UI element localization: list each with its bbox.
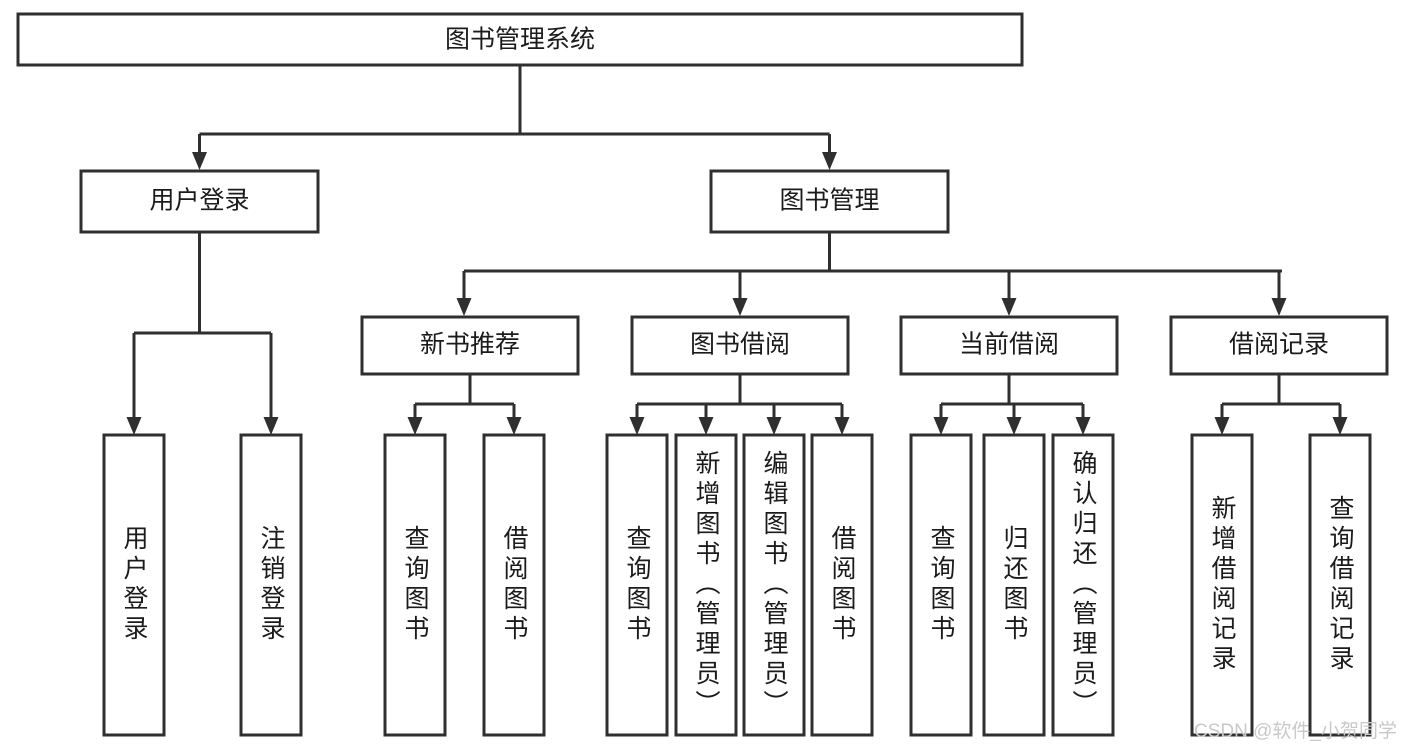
arrowhead-leaf-return-book (1006, 417, 1022, 435)
node-current-borrow[interactable]: 当前借阅 (899, 315, 1119, 376)
node-leaf-query-book-new[interactable]: 查询图书 (383, 433, 447, 737)
arrowhead-book-management (822, 152, 837, 170)
arrowhead-leaf-query-borrow-record (1332, 417, 1348, 435)
node-leaf-add-book-admin-label: 新增图书（管理员） (692, 450, 721, 720)
arrowhead-leaf-add-book-admin (698, 417, 714, 435)
node-leaf-confirm-return-admin-box (1051, 433, 1115, 737)
node-leaf-confirm-return-admin[interactable]: 确认归还（管理员） (1051, 433, 1115, 737)
node-current-borrow-label: 当前借阅 (959, 331, 1059, 359)
node-leaf-query-borrow-record-box (1308, 433, 1372, 737)
node-leaf-borrow-book-label: 借阅图书 (828, 525, 857, 645)
node-leaf-edit-book-admin-label: 编辑图书（管理员） (760, 450, 789, 720)
node-user-login[interactable]: 用户登录 (79, 169, 320, 234)
node-leaf-edit-book-admin[interactable]: 编辑图书（管理员） (742, 433, 806, 737)
node-root-box (16, 12, 1024, 67)
node-leaf-query-book-new-label: 查询图书 (401, 525, 430, 645)
node-leaf-query-book-borrow-label: 查询图书 (623, 525, 652, 645)
node-book-management-box (709, 169, 950, 234)
arrowhead-book-borrow (732, 298, 748, 316)
node-leaf-return-book[interactable]: 归还图书 (982, 433, 1046, 737)
node-leaf-query-book-current-label: 查询图书 (927, 525, 956, 645)
arrowhead-leaf-borrow-book (834, 417, 850, 435)
node-leaf-user-login[interactable]: 用户登录 (102, 433, 166, 737)
arrowhead-leaf-add-borrow-record (1214, 417, 1230, 435)
arrowhead-user-login (192, 152, 207, 170)
node-book-borrow-label: 图书借阅 (690, 331, 790, 359)
node-new-book-recommend[interactable]: 新书推荐 (360, 315, 580, 376)
node-leaf-add-book-admin[interactable]: 新增图书（管理员） (674, 433, 738, 737)
node-leaf-query-book-new-box (383, 433, 447, 737)
arrowhead-current-borrow (1001, 298, 1017, 316)
node-current-borrow-box (899, 315, 1119, 376)
node-leaf-query-borrow-record[interactable]: 查询借阅记录 (1308, 433, 1372, 737)
node-leaf-user-logout-box (239, 433, 303, 737)
node-leaf-edit-book-admin-box (742, 433, 806, 737)
node-leaf-query-book-borrow-box (605, 433, 669, 737)
node-user-login-box (79, 169, 320, 234)
node-leaf-borrow-book-new-box (482, 433, 546, 737)
node-root[interactable]: 图书管理系统 (16, 12, 1024, 67)
node-leaf-return-book-label: 归还图书 (1000, 525, 1029, 645)
arrowhead-leaf-query-book-borrow (629, 417, 645, 435)
node-leaf-add-borrow-record[interactable]: 新增借阅记录 (1190, 433, 1254, 737)
node-leaf-add-borrow-record-box (1190, 433, 1254, 737)
node-new-book-recommend-box (360, 315, 580, 376)
node-borrow-record-label: 借阅记录 (1229, 331, 1329, 359)
node-leaf-user-logout-label: 注销登录 (257, 525, 286, 645)
node-leaf-query-book-current[interactable]: 查询图书 (909, 433, 973, 737)
node-leaf-add-book-admin-box (674, 433, 738, 737)
node-leaf-borrow-book-new[interactable]: 借阅图书 (482, 433, 546, 737)
node-leaf-query-book-current-box (909, 433, 973, 737)
node-root-label: 图书管理系统 (445, 26, 595, 54)
node-leaf-borrow-book-box (810, 433, 874, 737)
node-leaf-borrow-book[interactable]: 借阅图书 (810, 433, 874, 737)
arrowhead-leaf-user-logout (263, 417, 279, 435)
node-leaf-query-borrow-record-label: 查询借阅记录 (1326, 495, 1355, 675)
node-leaf-borrow-book-new-label: 借阅图书 (500, 525, 529, 645)
arrowhead-leaf-user-login (126, 417, 142, 435)
node-book-management-label: 图书管理 (779, 187, 879, 215)
node-book-borrow-box (630, 315, 850, 376)
arrowhead-leaf-confirm-return-admin (1075, 417, 1091, 435)
arrowhead-leaf-edit-book-admin (766, 417, 782, 435)
node-borrow-record[interactable]: 借阅记录 (1169, 315, 1389, 376)
node-leaf-query-book-borrow[interactable]: 查询图书 (605, 433, 669, 737)
node-leaf-user-login-box (102, 433, 166, 737)
node-leaf-confirm-return-admin-label: 确认归还（管理员） (1069, 450, 1098, 720)
node-leaf-add-borrow-record-label: 新增借阅记录 (1208, 495, 1237, 675)
node-leaf-return-book-box (982, 433, 1046, 737)
arrowhead-leaf-query-book-current (933, 417, 949, 435)
arrowhead-leaf-query-book-new (407, 417, 423, 435)
arrowhead-new-book-recommend (456, 298, 472, 316)
connector-layer (126, 65, 1348, 435)
node-borrow-record-box (1169, 315, 1389, 376)
arrowhead-leaf-borrow-book-new (506, 417, 522, 435)
node-leaf-user-logout[interactable]: 注销登录 (239, 433, 303, 737)
node-book-borrow[interactable]: 图书借阅 (630, 315, 850, 376)
node-book-management[interactable]: 图书管理 (709, 169, 950, 234)
node-user-login-label: 用户登录 (149, 187, 249, 215)
node-leaf-user-login-label: 用户登录 (120, 525, 149, 645)
arrowhead-borrow-record (1271, 298, 1287, 316)
node-new-book-recommend-label: 新书推荐 (420, 331, 520, 359)
